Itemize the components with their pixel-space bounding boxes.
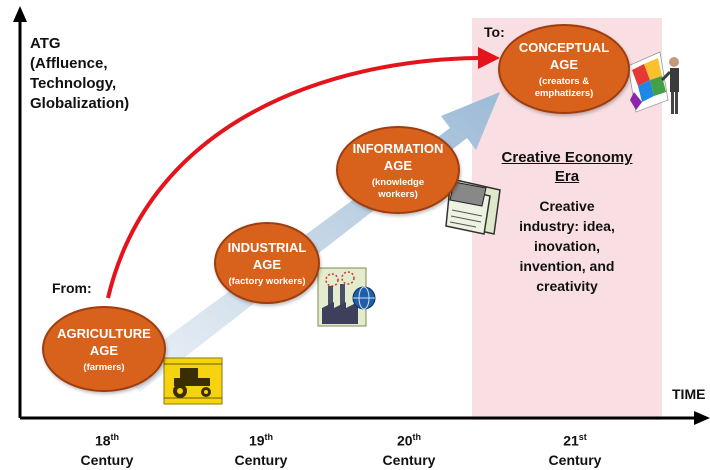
transition-curve-arrow bbox=[106, 56, 479, 299]
y-axis-label: ATG (Affluence, Technology, Globalizatio… bbox=[30, 35, 130, 112]
century-label-18: 18th Century bbox=[80, 432, 134, 468]
age-name: AGE bbox=[89, 342, 119, 358]
age-name: CONCEPTUAL bbox=[518, 39, 610, 55]
to-label: To: bbox=[484, 24, 505, 40]
century-label-21: 21st Century bbox=[548, 432, 602, 468]
documents-icon bbox=[445, 179, 501, 235]
age-description: (creators & bbox=[538, 75, 590, 87]
painter-icon bbox=[627, 51, 679, 114]
age-description: (factory workers) bbox=[228, 275, 306, 287]
agriculture-age-ellipse: AGRICULTURE AGE (farmers) bbox=[42, 306, 166, 392]
era-description: Creative industry: idea, inovation, inve… bbox=[519, 198, 615, 294]
century-label-19: 19th Century bbox=[234, 432, 288, 468]
age-name: AGE bbox=[383, 157, 413, 173]
conceptual-age-ellipse: CONCEPTUAL AGE (creators & emphatizers) bbox=[498, 24, 630, 114]
from-label: From: bbox=[52, 280, 92, 296]
age-name: AGRICULTURE bbox=[57, 325, 151, 341]
age-description: (farmers) bbox=[83, 361, 125, 373]
tractor-icon bbox=[163, 357, 223, 405]
transition-curve-arrowhead bbox=[478, 47, 500, 69]
x-axis-arrowhead bbox=[694, 411, 710, 425]
age-name: AGE bbox=[549, 56, 579, 72]
age-name: INFORMATION bbox=[352, 140, 444, 156]
age-description: (knowledge bbox=[371, 176, 425, 188]
age-description: workers) bbox=[378, 188, 418, 200]
information-age-ellipse: INFORMATION AGE (knowledge workers) bbox=[336, 126, 460, 214]
industrial-age-ellipse: INDUSTRIAL AGE (factory workers) bbox=[214, 222, 320, 304]
century-label-20: 20th Century bbox=[382, 432, 436, 468]
x-axis-label: TIME bbox=[672, 386, 706, 402]
age-name: INDUSTRIAL bbox=[227, 239, 307, 255]
era-title: Creative Economy Era bbox=[501, 149, 633, 185]
factory-globe-icon bbox=[317, 267, 376, 327]
age-name: AGE bbox=[252, 256, 282, 272]
age-description: emphatizers) bbox=[534, 87, 594, 99]
y-axis-arrowhead bbox=[13, 6, 27, 22]
